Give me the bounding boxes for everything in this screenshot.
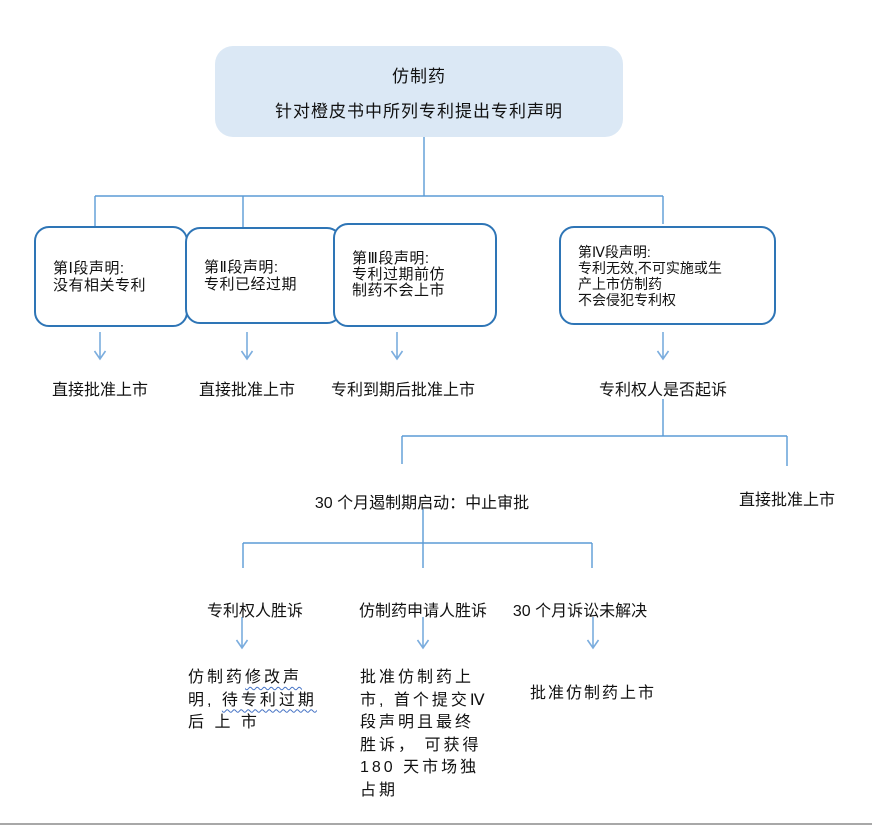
branch-unresolved-30-months: 30 个月诉讼未解决 [512, 603, 648, 620]
node-paragraph3-statement: 第Ⅲ段声明: 专利过期前仿 制药不会上市 [333, 223, 497, 327]
statement-line: 专利已经过期 [204, 275, 298, 293]
branch-applicant-wins: 仿制药申请人胜诉 [358, 603, 488, 620]
outcome-approval-after-expiry: 专利到期后批准上市 [330, 382, 476, 399]
result-line: 仿制药修改声 [188, 667, 317, 690]
down-arrow-icon [416, 617, 430, 650]
outcome-direct-approval-1: 直接批准上市 [51, 382, 149, 399]
result-amend-statement-text: 仿制药修改声 明, 待专利过期 后 上 市 [188, 667, 317, 735]
down-arrow-icon [656, 332, 670, 361]
statement-line: 不会侵犯专利权 [578, 291, 676, 308]
down-arrow-icon [390, 332, 404, 361]
statement-line: 第Ⅰ段声明: [53, 259, 125, 277]
outcome-direct-approval-2: 直接批准上市 [198, 382, 296, 399]
down-arrow-icon [235, 617, 249, 650]
statement-line: 没有相关专利 [53, 276, 147, 294]
result-line: 占期 [360, 781, 399, 799]
result-text-plain: 仿制药 [188, 669, 246, 686]
result-line: 明, 待专利过期 [188, 690, 317, 713]
node-paragraph4-statement: 第Ⅳ段声明: 专利无效,不可实施或生 产上市仿制药 不会侵犯专利权 [559, 226, 776, 325]
statement-line: 第Ⅱ段声明: [204, 258, 279, 276]
outcome-direct-approval-no-suit: 直接批准上市 [738, 492, 836, 509]
result-text-squiggled: 待专利过期 [221, 691, 317, 709]
result-line: 批准仿制药上 [360, 669, 475, 686]
result-line: 段声明且最终 [360, 714, 475, 731]
statement-line: 第Ⅲ段声明: [352, 250, 430, 267]
statement-line: 第Ⅳ段声明: [578, 243, 651, 260]
result-line: 180 天市场独 [360, 759, 480, 776]
result-line: 后 上 市 [188, 714, 260, 731]
down-arrow-icon [586, 617, 600, 650]
statement-line: 专利过期前仿 [352, 266, 446, 283]
statement-line: 专利无效,不可实施或生 [578, 259, 722, 276]
result-approve-generic-launch: 批准仿制药上市 [529, 685, 657, 702]
result-approval-exclusivity-text: 批准仿制药上 市, 首个提交Ⅳ 段声明且最终 胜诉， 可获得 180 天市场独 … [360, 667, 488, 802]
node-paragraph2-statement: 第Ⅱ段声明: 专利已经过期 [185, 227, 342, 324]
decision-patentee-sues: 专利权人是否起诉 [598, 382, 728, 399]
statement-line: 产上市仿制药 [578, 275, 662, 292]
result-line: 胜诉， 可获得 [360, 736, 482, 754]
down-arrow-icon [93, 332, 107, 361]
node-paragraph1-statement: 第Ⅰ段声明: 没有相关专利 [34, 226, 188, 327]
root-title: 仿制药 [392, 66, 446, 86]
result-line: 市, 首个提交Ⅳ [360, 691, 488, 709]
result-text-squiggled: 修改声 [245, 669, 303, 686]
branch-patent-holder-wins: 专利权人胜诉 [206, 603, 304, 620]
statement-line: 制药不会上市 [352, 282, 446, 299]
down-arrow-icon [240, 332, 254, 361]
page-bottom-divider [0, 823, 872, 825]
result-text-plain: 明, [188, 691, 222, 709]
node-30-month-stay: 30 个月遏制期启动：中止审批 [314, 495, 530, 512]
root-subtitle: 针对橙皮书中所列专利提出专利声明 [275, 101, 563, 121]
node-generic-drug-root: 仿制药 针对橙皮书中所列专利提出专利声明 [215, 46, 623, 137]
